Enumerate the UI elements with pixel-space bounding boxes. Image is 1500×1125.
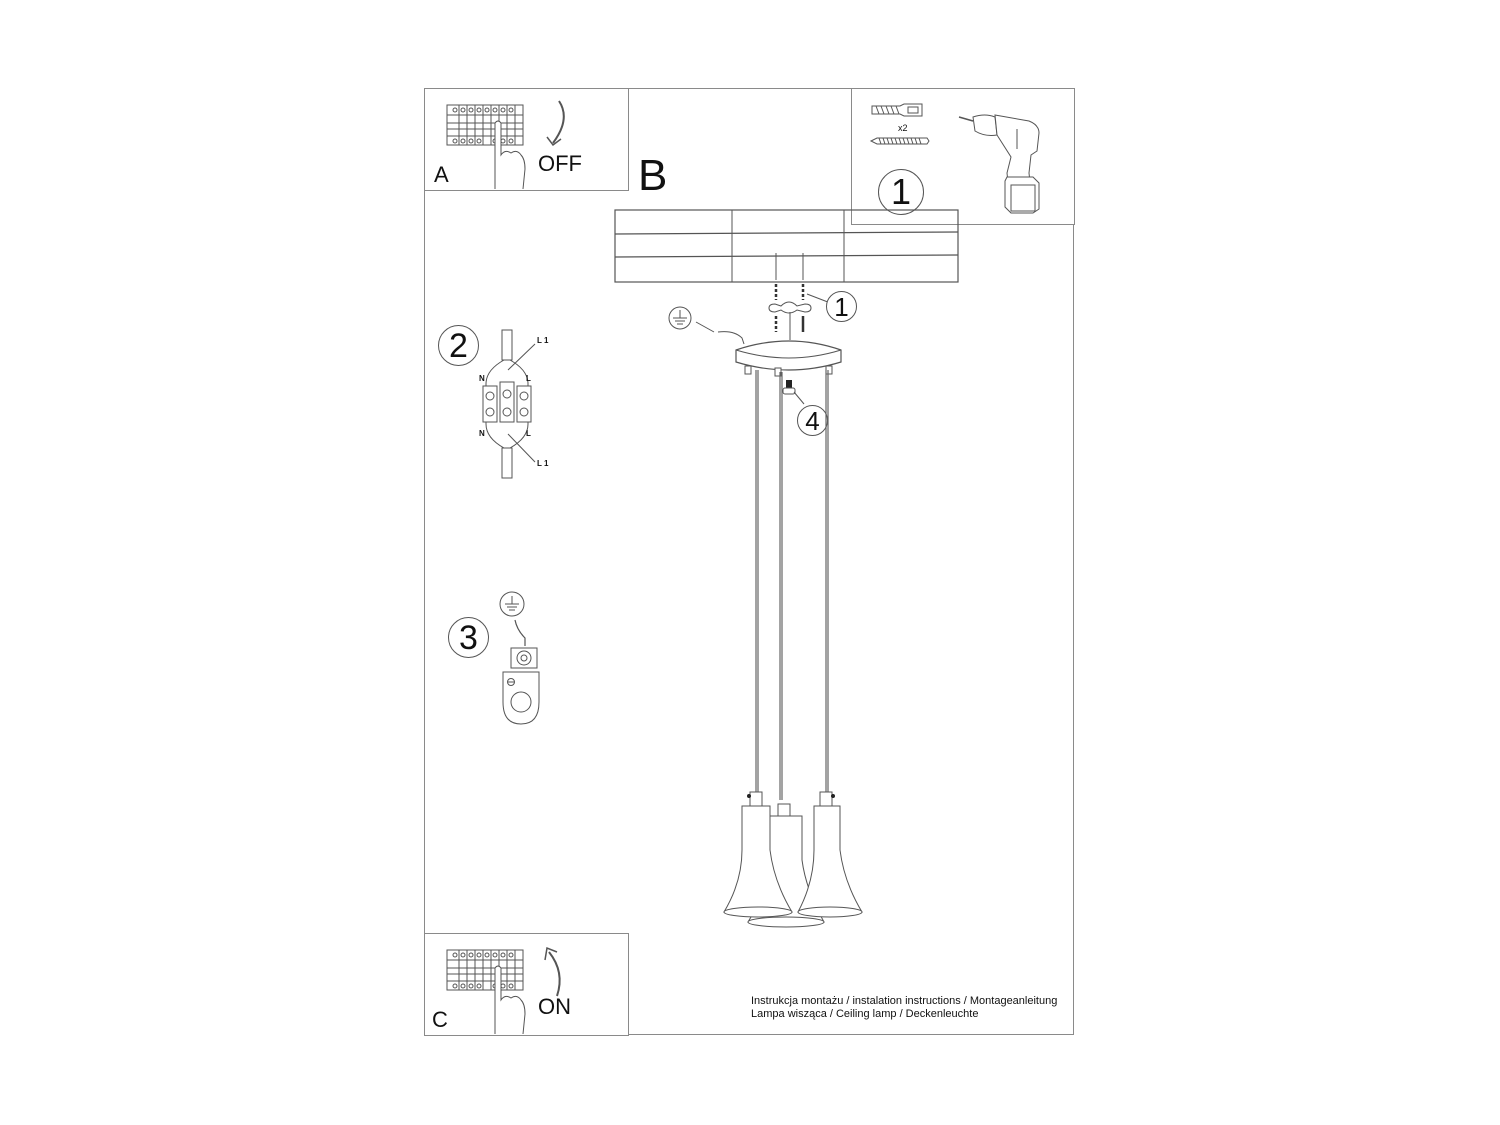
ground-symbol-icon bbox=[668, 306, 745, 345]
document-caption: Instrukcja montażu / instalation instruc… bbox=[751, 995, 1057, 1021]
panel-c-label: C bbox=[432, 1007, 448, 1032]
step-2-number: 2 bbox=[449, 326, 468, 365]
quantity-label: x2 bbox=[898, 123, 908, 133]
hand-pointer-icon bbox=[494, 965, 526, 1035]
step-1-number: 1 bbox=[890, 171, 912, 212]
panel-tools: x2 1 bbox=[851, 88, 1075, 225]
pendant-lamp-shades bbox=[723, 791, 863, 928]
step-1-callout-number: 1 bbox=[834, 291, 849, 322]
wire-label-l1-bottom: L 1 bbox=[537, 459, 549, 468]
circuit-breaker-icon bbox=[446, 104, 524, 146]
panel-a-label: A bbox=[434, 162, 449, 187]
wire-label-l-top: L bbox=[526, 374, 531, 383]
step-1-badge: 1 bbox=[878, 169, 924, 215]
arrow-up-icon bbox=[544, 946, 561, 997]
caption-line-1: Instrukcja montażu / instalation instruc… bbox=[751, 995, 1058, 1007]
terminal-block-wiring bbox=[482, 329, 536, 479]
step-4-callout: 4 bbox=[797, 405, 828, 436]
wire-label-l-bottom: L bbox=[526, 429, 531, 438]
step-4-callout-number: 4 bbox=[805, 405, 820, 436]
power-state-on-label: ON bbox=[538, 994, 571, 1019]
hand-pointer-icon bbox=[494, 120, 526, 190]
mounting-bracket bbox=[768, 284, 812, 340]
wire-label-n-top: N bbox=[479, 374, 485, 383]
set-screw bbox=[782, 380, 805, 405]
ground-terminal-icon bbox=[499, 591, 540, 725]
screw-icon bbox=[869, 137, 930, 145]
suspension-cables bbox=[755, 370, 829, 800]
ceiling-canopy bbox=[735, 340, 842, 377]
panel-b-label: B bbox=[638, 151, 668, 200]
caption-line-2: Lampa wisząca / Ceiling lamp / Deckenleu… bbox=[751, 1008, 979, 1020]
step-3-callout: 3 bbox=[448, 617, 489, 658]
step-3-number: 3 bbox=[459, 618, 478, 657]
step-2-callout: 2 bbox=[438, 325, 479, 366]
panel-a-power-off: OFF A bbox=[424, 88, 629, 191]
panel-c-power-on: ON C bbox=[424, 933, 629, 1036]
wire-label-n-bottom: N bbox=[479, 429, 485, 438]
arrow-down-icon bbox=[546, 100, 565, 147]
drill-icon bbox=[958, 114, 1040, 214]
wall-plug-icon bbox=[871, 103, 923, 117]
wire-label-l1-top: L 1 bbox=[537, 336, 549, 345]
step-1-callout: 1 bbox=[826, 291, 857, 322]
power-state-off-label: OFF bbox=[538, 151, 582, 176]
ceiling-panel bbox=[614, 209, 959, 283]
